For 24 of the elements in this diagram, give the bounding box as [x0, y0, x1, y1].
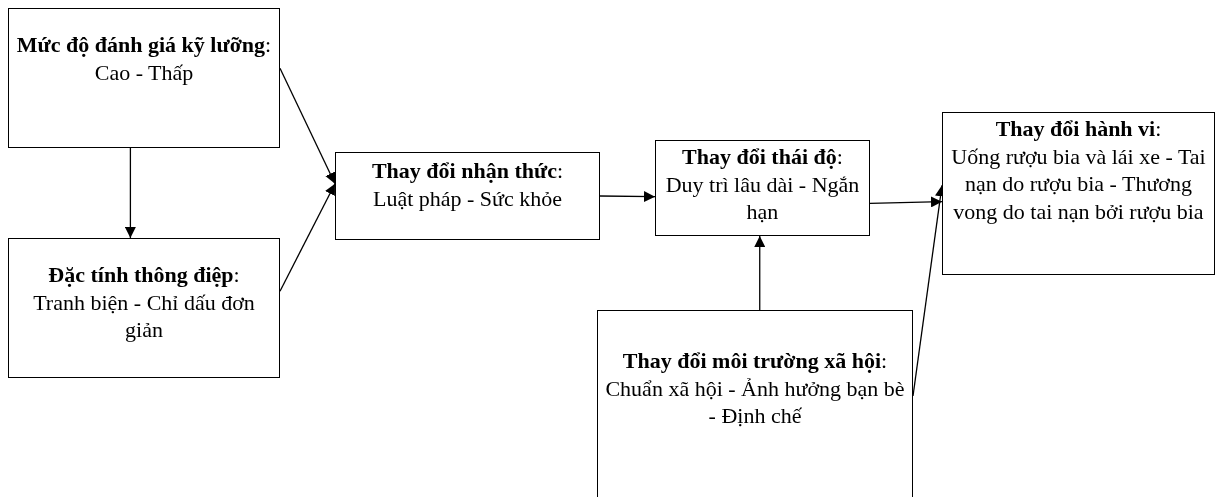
- box-heading: Mức độ đánh giá kỹ lưỡng:: [16, 31, 272, 59]
- box-text: Duy trì lâu dài - Ngắn hạn: [664, 170, 861, 226]
- box-text: Uống rượu bia và lái xe - Tai nạn do rượu bia - Thương vong do tai nạn bởi rượu bia: [950, 142, 1207, 225]
- box-heading: Thay đổi hành vi:: [995, 115, 1162, 143]
- box-heading: Đặc tính thông điệp:: [48, 261, 240, 289]
- box-text: Luật pháp - Sức khỏe: [372, 184, 563, 212]
- arrow: [599, 191, 656, 202]
- box-heading: Thay đổi nhận thức:: [371, 157, 564, 185]
- box-text: Chuẩn xã hội - Ảnh hưởng bạn bè - Định chế: [604, 374, 906, 430]
- process-box: [597, 310, 913, 497]
- process-box: [8, 8, 280, 148]
- box-heading: Thay đổi thái độ:: [682, 143, 843, 171]
- box-text: Tranh biện - Chỉ dấu đơn giản: [32, 288, 256, 344]
- process-box: [655, 140, 870, 236]
- arrow: [279, 67, 336, 185]
- box-text: Cao - Thấp: [94, 58, 194, 86]
- arrow: [279, 183, 336, 292]
- arrow: [869, 196, 943, 208]
- box-heading: Thay đổi môi trường xã hội:: [622, 347, 888, 375]
- process-box: [335, 152, 600, 240]
- process-box: [942, 112, 1215, 275]
- arrow: [124, 147, 136, 239]
- arrow: [754, 235, 766, 311]
- process-box: [8, 238, 280, 378]
